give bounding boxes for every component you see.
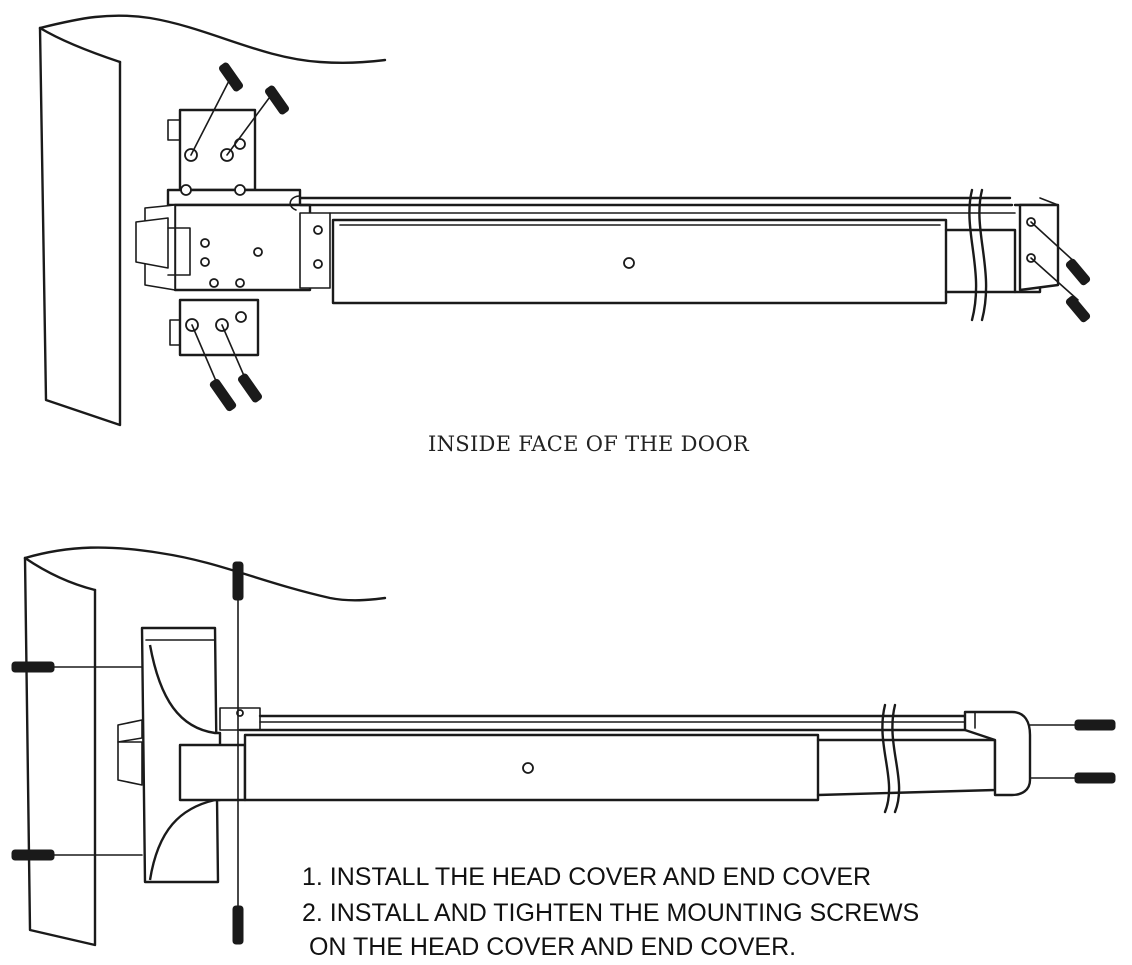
upper-mounting-plate	[167, 108, 257, 192]
step-2-text: 2. INSTALL AND TIGHTEN THE MOUNTING SCRE…	[302, 899, 919, 927]
end-cover	[963, 710, 1032, 797]
top-screws	[190, 62, 1091, 412]
vertical-screws	[232, 561, 244, 945]
door-frame-bottom	[23, 546, 387, 947]
head-mechanism-top	[135, 184, 331, 292]
push-bar-bottom	[219, 703, 997, 814]
door-frame-top	[38, 14, 387, 427]
head-cover-screws	[11, 661, 143, 861]
top-figure: INSIDE FACE OF THE DOOR	[38, 14, 1091, 456]
step-2-continuation-text: ON THE HEAD COVER AND END COVER.	[302, 933, 796, 961]
end-cover-screws	[1029, 719, 1116, 784]
head-cover	[117, 626, 247, 884]
top-figure-caption: INSIDE FACE OF THE DOOR	[428, 432, 750, 456]
push-bar-channel-top	[298, 188, 1042, 322]
lower-mounting-plate	[169, 298, 260, 357]
bottom-figure: 1. INSTALL THE HEAD COVER AND END COVER …	[11, 546, 1116, 961]
step-1-text: 1. INSTALL THE HEAD COVER AND END COVER	[302, 863, 871, 891]
